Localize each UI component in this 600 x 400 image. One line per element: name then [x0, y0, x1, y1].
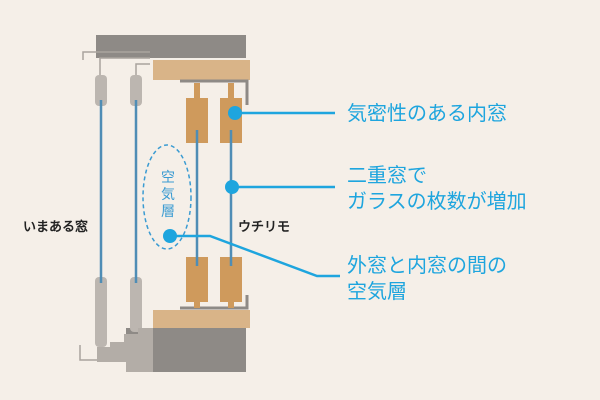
callout-line-text: 気密性のある内窓	[347, 101, 507, 125]
inner-stem-top-2	[228, 83, 234, 98]
callout-text-air-layer: 外窓と内窓の間の 空気層	[347, 252, 507, 304]
old-sash-bottom-2	[130, 277, 142, 332]
callout-text-double-window: 二重窓で ガラスの枚数が増加	[347, 162, 527, 214]
callout-line-text: 空気層	[347, 279, 407, 303]
inner-frame-top-1	[186, 98, 208, 143]
inner-stem-bottom-1	[194, 302, 200, 308]
callout-dot-1	[228, 106, 242, 120]
inner-rail-top	[180, 79, 249, 105]
callout-line-text: ガラスの枚数が増加	[347, 189, 527, 213]
inner-rail-bottom	[180, 295, 249, 310]
air-layer-ellipse	[142, 144, 192, 250]
callout-text-airtight: 気密性のある内窓	[347, 100, 507, 126]
callout-dot-3	[163, 229, 177, 243]
old-sash-top-2	[130, 75, 142, 106]
callout-line-text: 二重窓で	[347, 163, 427, 187]
callout-dot-2	[225, 180, 239, 194]
old-frame-outline-top	[82, 51, 150, 75]
wood-sill-bottom	[153, 310, 250, 328]
callout-line-text: 外窓と内窓の間の	[347, 253, 507, 277]
inner-stem-bottom-2	[228, 302, 234, 308]
wall-top	[96, 35, 246, 58]
inner-stem-top-1	[194, 83, 200, 98]
callout-line-3	[170, 234, 340, 278]
air-layer-vertical-label: 空気層	[161, 170, 175, 220]
old-sash-top-1	[95, 75, 107, 106]
uchirimo-label: ウチリモ	[238, 220, 291, 235]
wood-sill-top	[153, 60, 250, 80]
inner-frame-bottom-2	[220, 257, 242, 302]
existing-window-label: いまある窓	[23, 220, 89, 235]
old-frame-bottom-steps	[97, 328, 153, 372]
old-frame-outline-bottom	[79, 345, 97, 361]
inner-frame-bottom-1	[186, 257, 208, 302]
old-sash-bottom-1	[95, 277, 107, 347]
